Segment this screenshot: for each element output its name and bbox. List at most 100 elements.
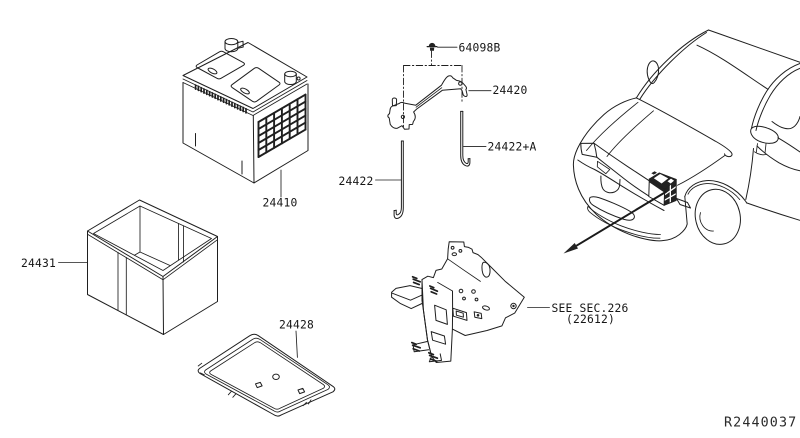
battery-vent-panels xyxy=(196,51,280,102)
car-drawing xyxy=(563,30,800,254)
car-left-mirror-near-side xyxy=(647,61,658,84)
support-bracket-arm-cutout-lower xyxy=(431,332,445,345)
bracket-part-label[interactable]: 24420 xyxy=(493,84,528,97)
rod-right-outer-line xyxy=(461,111,470,166)
insulator-front-left-face-seam xyxy=(118,252,126,315)
tray-part-label[interactable]: 24428 xyxy=(279,319,314,332)
rod-left-drawing xyxy=(394,141,403,218)
location-arrow-head xyxy=(563,243,578,254)
support-ref-label[interactable]: SEE SEC.226 xyxy=(552,302,629,315)
bracket-drawing xyxy=(388,76,467,130)
grille-center-pocket xyxy=(601,176,620,193)
battery-terminal-right-cap xyxy=(285,71,297,77)
engine-bay-battery-left-top-band xyxy=(649,179,665,193)
support-bracket-left-wing-2 xyxy=(392,293,422,300)
support-bracket-plate-hole-5 xyxy=(482,305,490,311)
car-fog-light-right xyxy=(677,199,691,209)
car-belt-line-to-right xyxy=(778,138,800,152)
battery-cell-grid-columns xyxy=(259,95,306,157)
rod-right-inner-line xyxy=(463,111,468,163)
support-bracket-flange-slot xyxy=(452,253,456,256)
rod-right-end-caps xyxy=(461,111,470,158)
car-skid-lip-lower xyxy=(588,207,661,235)
battery-part-label[interactable]: 24410 xyxy=(263,196,298,209)
support-bracket-arm-left-edge xyxy=(422,280,432,357)
support-bracket-buckle xyxy=(453,308,467,320)
insulator-interior-corner xyxy=(134,206,170,266)
car-door-shut-line xyxy=(746,149,754,200)
car-far-a-pillar-band-inner xyxy=(756,68,800,130)
battery-vent-panel-left-oval xyxy=(207,67,217,75)
tray-floor-edge xyxy=(210,342,325,409)
insulator-front-corner-edge xyxy=(163,277,164,335)
car-a-pillar-outer xyxy=(636,30,708,98)
engine-bay-battery-grid-lines xyxy=(664,184,676,202)
car-hood-crease-right xyxy=(607,111,654,157)
car-lower-intake xyxy=(589,197,634,220)
rod-left-end-caps xyxy=(394,141,403,211)
support-bracket-plate-hole-4 xyxy=(475,298,478,301)
support-bracket-square-hole xyxy=(474,312,482,319)
bracket-outline xyxy=(388,76,467,130)
car-right-mirror-mount xyxy=(755,144,767,155)
support-clip-arm-foot-left xyxy=(412,343,420,351)
support-bracket-square-hole-dot xyxy=(476,314,480,317)
car-hood-rear-edge-to-battery xyxy=(678,156,725,186)
bracket-hole-plate xyxy=(401,115,404,118)
car-skid-lip xyxy=(588,207,660,239)
tray-rim-tabs xyxy=(198,363,311,405)
car-a-pillar-inner xyxy=(640,33,707,100)
grille-upper-opening xyxy=(597,161,610,173)
rod-left-part-label[interactable]: 24422 xyxy=(339,175,374,188)
car-rear-window-sill-line xyxy=(772,117,800,129)
rod-right-drawing xyxy=(461,111,470,166)
rod-left-inner-line xyxy=(396,141,401,215)
support-bracket-plate-hole-2 xyxy=(472,290,476,294)
car-hood-crease-left xyxy=(587,102,639,150)
tray-hole-square-1 xyxy=(256,382,263,387)
support-bracket-flange-hole-1 xyxy=(451,246,454,249)
insulator-interior-seam xyxy=(179,224,184,263)
nut-part-label[interactable]: 64098B xyxy=(459,41,501,54)
car-front-wheel-arch xyxy=(685,181,747,203)
battery-drawing xyxy=(183,39,308,198)
insulator-part-label[interactable]: 24431 xyxy=(21,257,56,270)
rod-right-part-label[interactable]: 24422+A xyxy=(488,141,537,154)
car-roofline xyxy=(709,30,800,62)
insulator-drawing xyxy=(59,200,218,335)
car-rocker xyxy=(747,203,800,220)
car-right-mirror xyxy=(751,126,779,143)
nut-dome xyxy=(428,42,436,47)
engine-bay-battery-cap-panel-right xyxy=(667,178,675,184)
insulator-inner-rim xyxy=(94,206,212,271)
battery-vent-panel-left xyxy=(196,51,244,79)
bracket-arm-midline xyxy=(416,88,442,108)
hold-down-centerline-box xyxy=(404,51,463,127)
support-bracket-plate-creases xyxy=(438,259,481,291)
support-bracket-plate-hole-1 xyxy=(459,289,463,293)
engine-bay-battery-cap-panel-left xyxy=(653,174,669,184)
support-bracket-bolt-center xyxy=(512,304,515,308)
support-bracket-bolt xyxy=(511,303,516,308)
support-ref-sub-label[interactable]: (22612) xyxy=(566,313,615,326)
location-arrow xyxy=(563,192,667,254)
battery-terminal-left xyxy=(225,39,243,52)
support-clip-wing-root xyxy=(413,277,421,285)
support-bracket-plate-hole-3 xyxy=(463,297,466,300)
bracket-hole-right xyxy=(459,82,462,85)
battery-barcode-strip xyxy=(196,85,246,113)
hold-down-assembly-drawing xyxy=(376,42,492,219)
battery-terminal-right xyxy=(285,71,300,84)
tray-hole-round xyxy=(273,374,280,379)
support-clips xyxy=(412,277,438,362)
nut-shank xyxy=(429,47,435,51)
bracket-stud xyxy=(392,98,396,106)
battery-terminal-left-tab xyxy=(238,41,243,48)
car-far-a-pillar-band xyxy=(752,64,800,129)
support-bracket-drawing xyxy=(392,242,550,363)
tray-inner-rim xyxy=(204,338,329,412)
car-headlight xyxy=(581,143,597,157)
support-bracket-right-flange-hole xyxy=(482,262,490,277)
